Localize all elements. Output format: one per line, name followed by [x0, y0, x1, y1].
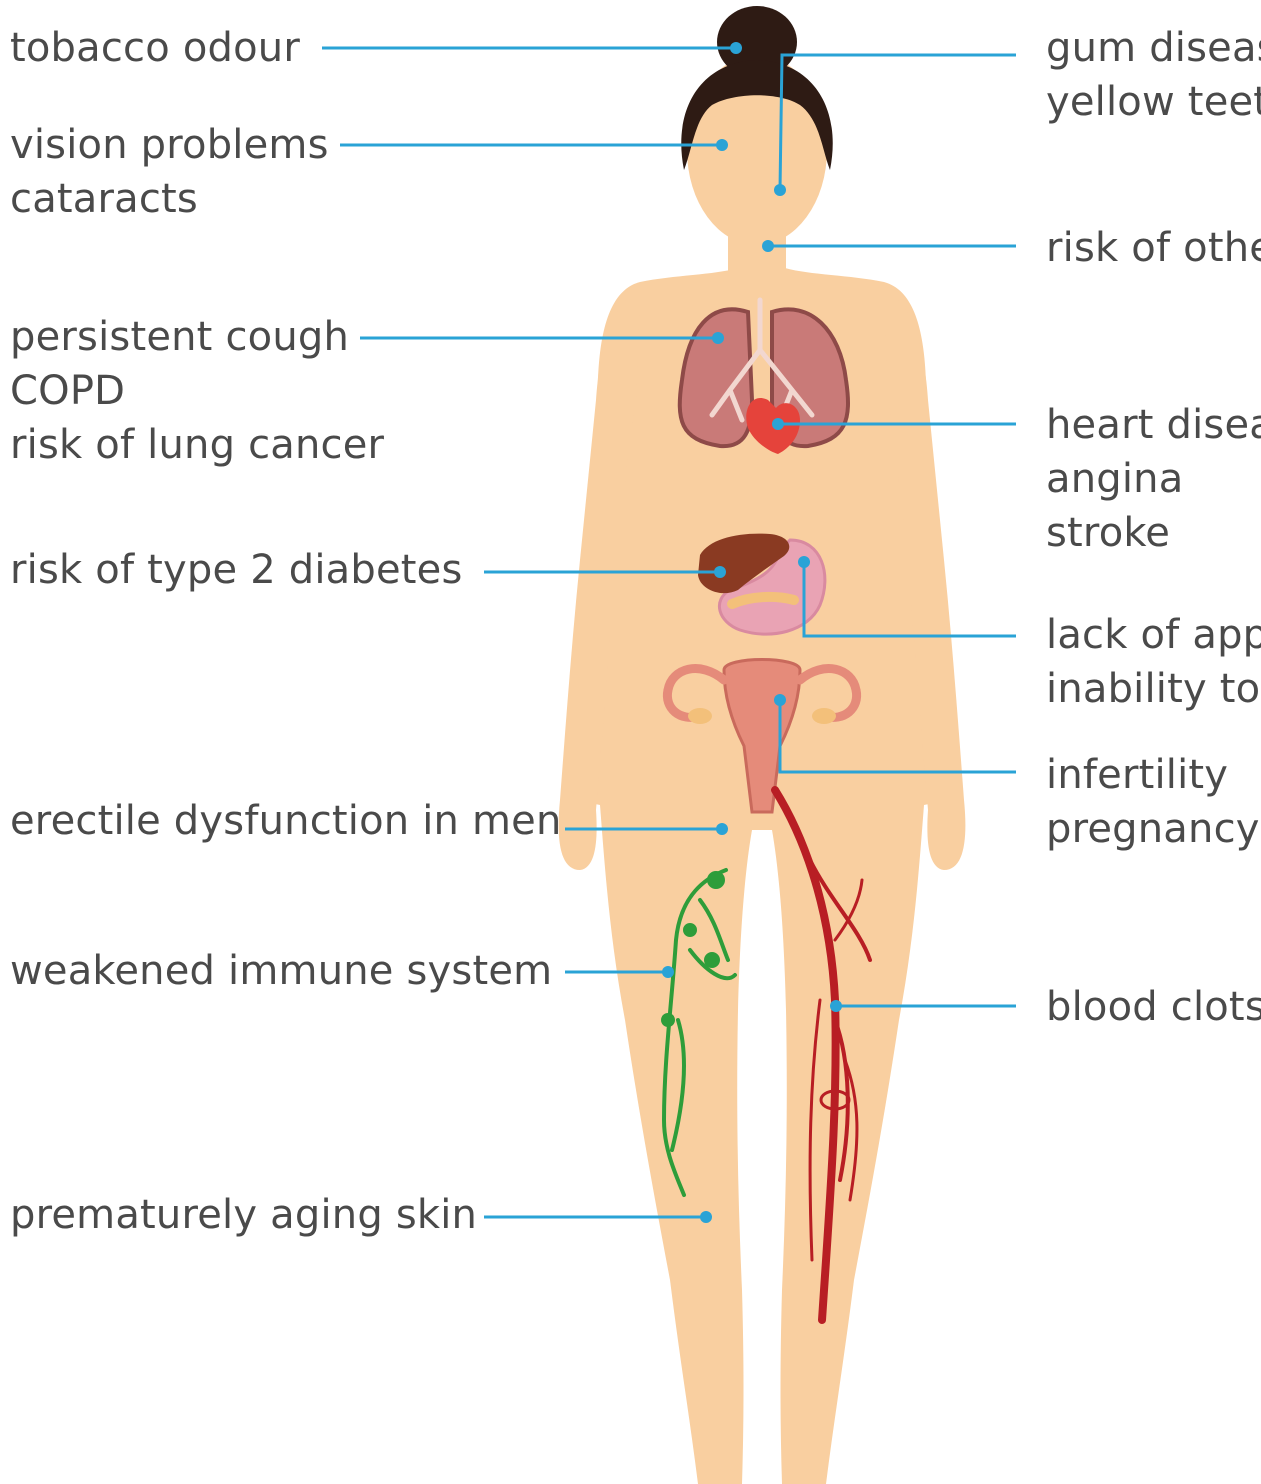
- label-tobacco-odour: tobacco odour: [10, 21, 300, 75]
- label-line: blood clots: [1046, 980, 1261, 1034]
- label-line: risk of lung cancer: [10, 418, 384, 472]
- label-line: persistent cough: [10, 310, 384, 364]
- label-line: yellow teet: [1046, 75, 1261, 129]
- label-immune-system: weakened immune system: [10, 944, 552, 998]
- label-line: infertility: [1046, 748, 1260, 802]
- label-line: stroke: [1046, 506, 1261, 560]
- label-aging-skin: prematurely aging skin: [10, 1188, 477, 1242]
- label-line: gum diseas: [1046, 21, 1261, 75]
- label-line: pregnancy: [1046, 802, 1260, 856]
- label-line: lack of app: [1046, 608, 1261, 662]
- label-line: weakened immune system: [10, 944, 552, 998]
- label-diabetes: risk of type 2 diabetes: [10, 543, 463, 597]
- label-vision-problems: vision problems cataracts: [10, 118, 329, 226]
- label-appetite: lack of app inability to: [1046, 608, 1261, 716]
- label-gum-disease: gum diseas yellow teet: [1046, 21, 1261, 129]
- label-line: COPD: [10, 364, 384, 418]
- label-line: prematurely aging skin: [10, 1188, 477, 1242]
- label-blood-clots: blood clots: [1046, 980, 1261, 1034]
- label-line: cataracts: [10, 172, 329, 226]
- label-line: inability to: [1046, 662, 1261, 716]
- label-line: heart disea: [1046, 398, 1261, 452]
- label-erectile-dysfunction: erectile dysfunction in men: [10, 794, 562, 848]
- label-line: tobacco odour: [10, 21, 300, 75]
- label-heart-disease: heart disea angina stroke: [1046, 398, 1261, 560]
- label-lung-effects: persistent cough COPD risk of lung cance…: [10, 310, 384, 472]
- label-fertility: infertility pregnancy: [1046, 748, 1260, 856]
- label-other-risk: risk of othe: [1046, 221, 1261, 275]
- label-line: angina: [1046, 452, 1261, 506]
- label-line: risk of type 2 diabetes: [10, 543, 463, 597]
- label-line: risk of othe: [1046, 221, 1261, 275]
- label-line: erectile dysfunction in men: [10, 794, 562, 848]
- label-line: vision problems: [10, 118, 329, 172]
